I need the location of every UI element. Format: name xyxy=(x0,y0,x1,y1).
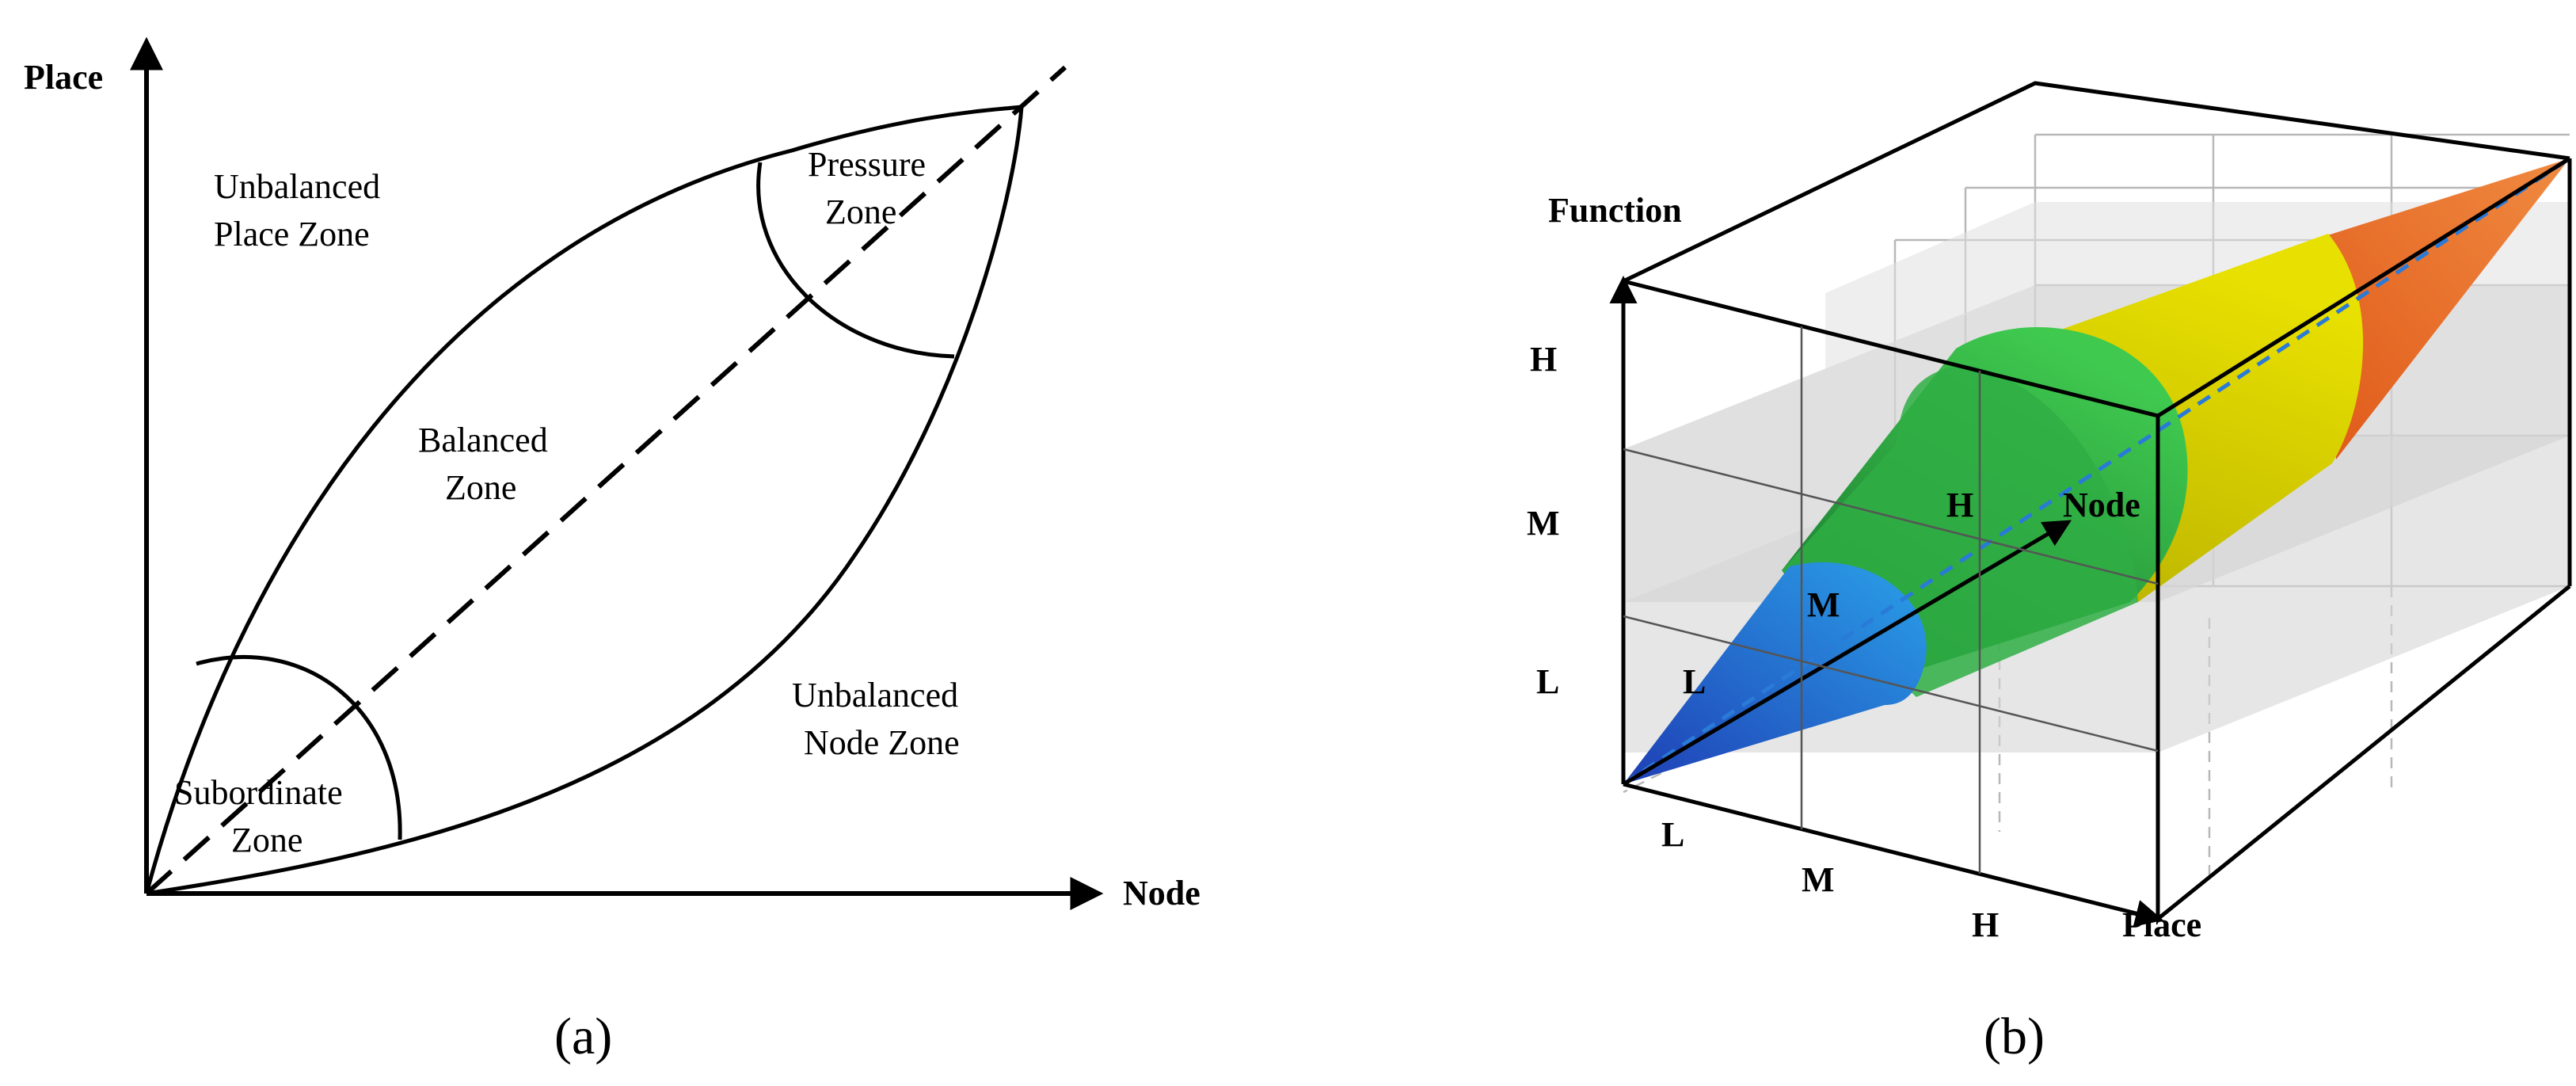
node-tick-l: L xyxy=(1683,662,1706,701)
node-axis-label: Node xyxy=(2063,486,2140,524)
function-tick-l: L xyxy=(1536,662,1559,701)
cone-orange-segment xyxy=(2320,158,2570,459)
balance-diagonal xyxy=(144,65,1067,896)
node-axis-arrow xyxy=(1622,520,2072,787)
place-axis-label: Place xyxy=(2122,905,2201,944)
place-tick-h: H xyxy=(1972,905,1999,944)
place-tick-m: M xyxy=(1802,860,1835,899)
caption-b: (b) xyxy=(1984,1008,2045,1065)
lower-boundary-curve xyxy=(146,106,1024,896)
node-tick-m: M xyxy=(1807,585,1840,624)
caption-a: (a) xyxy=(554,1008,612,1065)
zone-unbalanced-node-line1: Unbalanced xyxy=(792,676,958,714)
zone-unbalanced-node-line2: Node Zone xyxy=(804,723,960,762)
zone-unbalanced-place-line1: Unbalanced xyxy=(214,167,380,206)
y-axis-label: Place xyxy=(24,58,103,97)
x-axis-label: Node xyxy=(1123,874,1200,913)
zone-pressure-line1: Pressure xyxy=(808,145,926,184)
pressure-zone-arc xyxy=(756,162,955,359)
zone-balanced-line1: Balanced xyxy=(418,421,548,459)
zone-subordinate-line2: Zone xyxy=(231,821,302,859)
panel-b-3d-cube: Function H M L L M H Place L M H Node (b… xyxy=(1527,81,2572,1065)
function-tick-m: M xyxy=(1527,504,1560,543)
zone-unbalanced-place-line2: Place Zone xyxy=(214,215,370,253)
subordinate-zone-arc xyxy=(196,654,402,840)
function-tick-h: H xyxy=(1530,340,1557,379)
function-axis-label: Function xyxy=(1548,191,1682,230)
cube-frame xyxy=(1609,81,2572,928)
front-grid xyxy=(1623,326,2159,874)
cone-blue-segment xyxy=(1623,562,1927,784)
zone-pressure-line2: Zone xyxy=(825,192,896,231)
place-tick-l: L xyxy=(1661,815,1684,854)
panel-a-zone-diagram: Place Node Unbalanced Place Zone Pressur… xyxy=(24,36,1200,1065)
zone-balanced-line2: Zone xyxy=(445,468,516,507)
node-tick-h: H xyxy=(1946,486,1973,524)
zone-subordinate-line1: Subordinate xyxy=(174,773,343,812)
